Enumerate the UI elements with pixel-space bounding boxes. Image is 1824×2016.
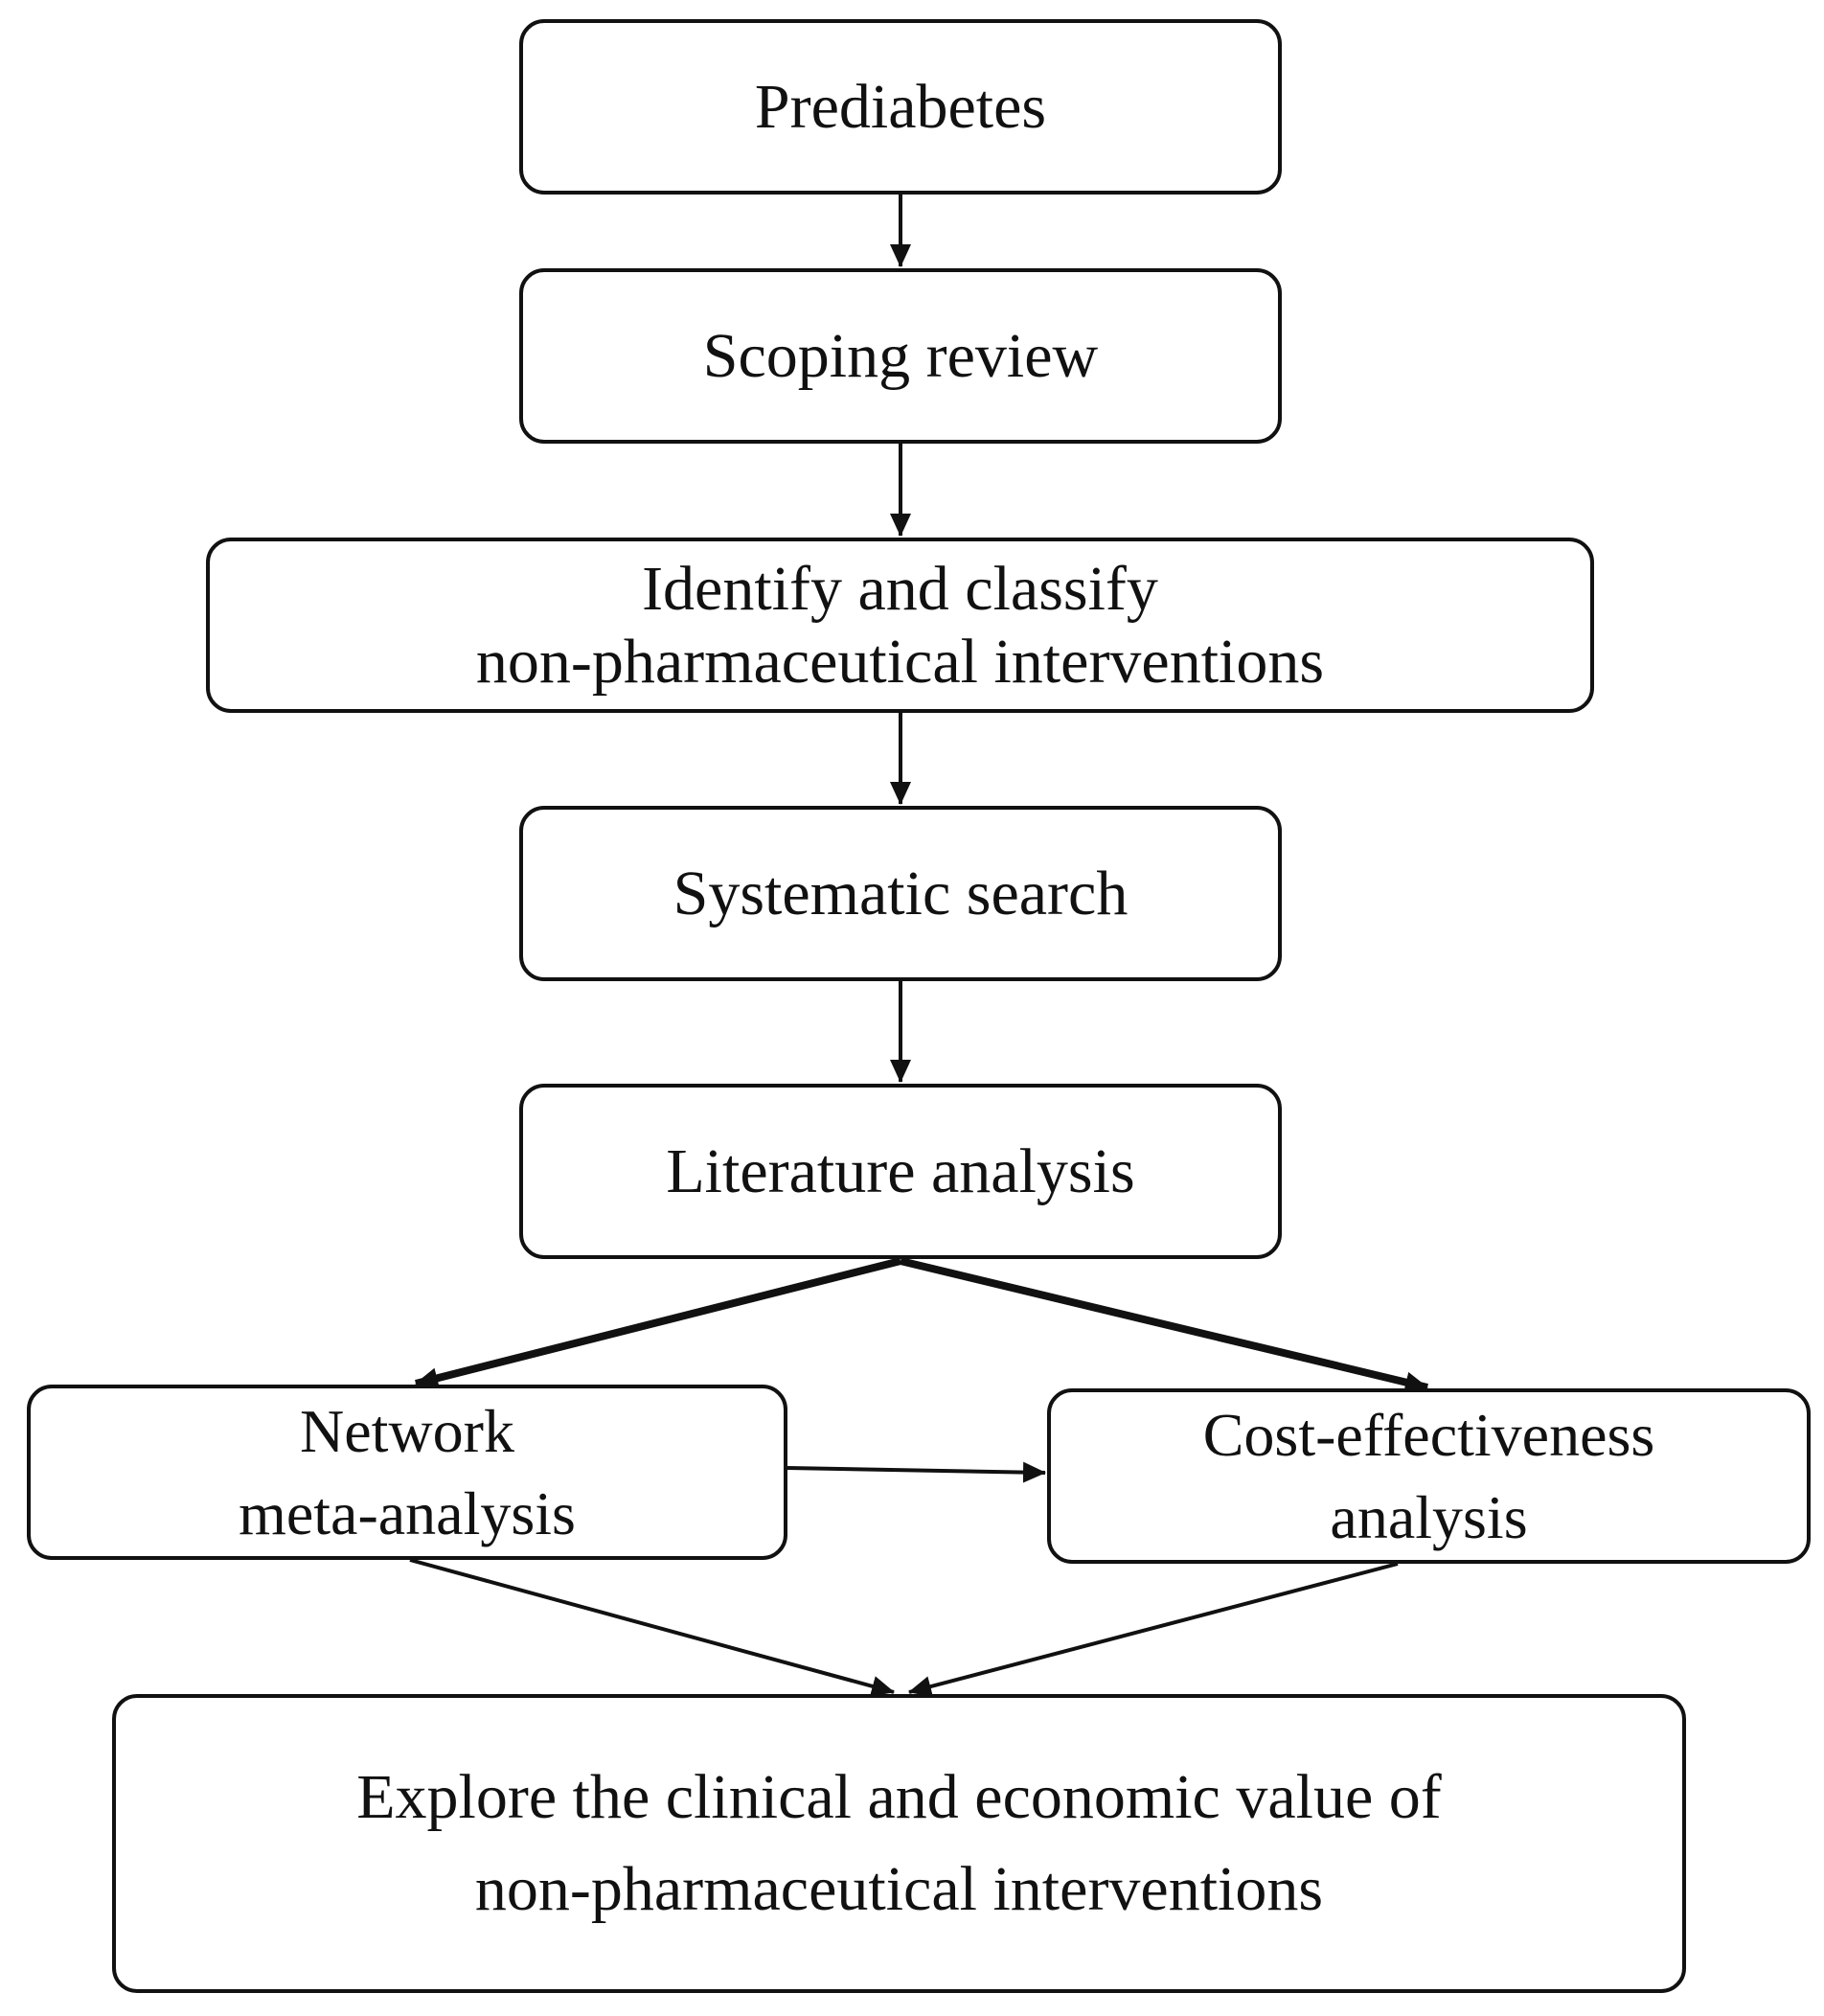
node-scoping-review: Scoping review xyxy=(519,268,1282,444)
node-network-meta-analysis: Network meta-analysis xyxy=(27,1385,787,1560)
node-explore-value-line-2: non-pharmaceutical interventions xyxy=(474,1854,1324,1924)
edge-literature-to-cost xyxy=(900,1257,1428,1393)
node-identify-classify: Identify and classify non-pharmaceutical… xyxy=(206,538,1594,713)
node-systematic-search: Systematic search xyxy=(519,806,1282,981)
node-identify-classify-line-1: Identify and classify xyxy=(642,553,1158,624)
edge-literature-to-network xyxy=(415,1257,901,1389)
node-cost-effectiveness-line-2: analysis xyxy=(1330,1482,1528,1551)
edge-network-to-cost xyxy=(787,1461,1046,1483)
node-cost-effectiveness-line-1: Cost-effectiveness xyxy=(1202,1400,1655,1469)
node-prediabetes: Prediabetes xyxy=(519,19,1282,195)
node-literature-analysis-label: Literature analysis xyxy=(666,1135,1135,1206)
edge-cost-to-explore xyxy=(908,1562,1399,1697)
edge-network-to-explore xyxy=(409,1558,895,1697)
node-network-meta-analysis-line-1: Network xyxy=(300,1396,514,1465)
node-systematic-search-label: Systematic search xyxy=(673,858,1129,928)
node-prediabetes-label: Prediabetes xyxy=(754,71,1047,142)
node-literature-analysis: Literature analysis xyxy=(519,1084,1282,1259)
node-explore-value-line-1: Explore the clinical and economic value … xyxy=(356,1762,1442,1832)
node-identify-classify-line-2: non-pharmaceutical interventions xyxy=(475,626,1325,697)
node-network-meta-analysis-line-2: meta-analysis xyxy=(239,1478,576,1547)
node-explore-value: Explore the clinical and economic value … xyxy=(112,1694,1686,1993)
node-scoping-review-label: Scoping review xyxy=(702,320,1099,391)
node-cost-effectiveness-analysis: Cost-effectiveness analysis xyxy=(1047,1388,1811,1564)
